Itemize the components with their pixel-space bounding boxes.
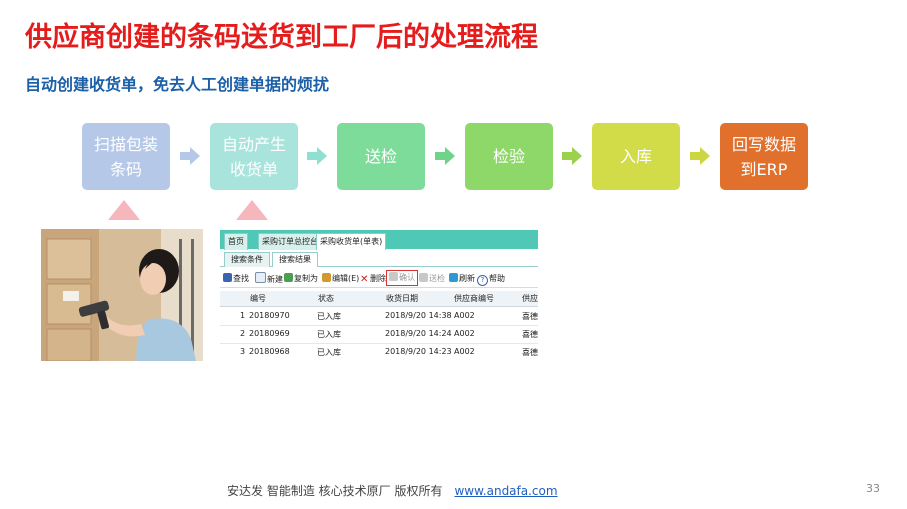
send-inspection-button[interactable]: 送检	[419, 272, 445, 285]
step-inspection: 检验	[465, 123, 553, 190]
step-scan-barcode: 扫描包装 条码	[82, 123, 170, 190]
table-header: 编号 状态 收货日期 供应商编号 供应	[220, 291, 538, 307]
tab-search-conditions[interactable]: 搜索条件	[224, 252, 270, 267]
row-status: 已入库	[317, 330, 341, 339]
help-icon: ?	[477, 275, 488, 286]
step-auto-receipt: 自动产生 收货单	[210, 123, 298, 190]
new-doc-icon	[255, 272, 266, 283]
row-status: 已入库	[317, 348, 341, 357]
help-button[interactable]: ?帮助	[477, 272, 505, 286]
pointer-triangle-icon	[236, 200, 268, 220]
row-index: 2	[240, 329, 246, 338]
row-code: 20180970	[249, 311, 290, 320]
pointer-triangle-icon	[108, 200, 140, 220]
row-vendor: 喜德	[522, 348, 538, 357]
page-number: 33	[866, 482, 880, 495]
confirm-icon	[389, 272, 398, 281]
row-vendor-code: A002	[454, 329, 475, 338]
arrow-right-icon	[562, 147, 582, 165]
tab-search-results[interactable]: 搜索结果	[272, 252, 318, 267]
new-button[interactable]: 新建	[255, 272, 283, 285]
step-send-inspection: 送检	[337, 123, 425, 190]
page-subtitle: 自动创建收货单，免去人工创建单据的烦扰	[25, 75, 330, 94]
col-vendor: 供应	[522, 294, 538, 303]
refresh-icon	[449, 273, 458, 282]
tab-purchase-order-console[interactable]: 采购订单总控台	[258, 233, 322, 250]
row-vendor-code: A002	[454, 311, 475, 320]
arrow-right-icon	[180, 147, 200, 165]
col-vendor-code: 供应商编号	[454, 294, 494, 303]
confirm-button[interactable]: 确认	[386, 270, 418, 286]
erp-receipt-window: 首页 采购订单总控台 采购收货单(单表) 搜索条件 搜索结果 查找 新建 复制为…	[220, 230, 538, 360]
footer-text: 安达发 智能制造 核心技术原厂 版权所有	[227, 484, 443, 498]
row-index: 3	[240, 347, 246, 356]
edit-icon	[322, 273, 331, 282]
edit-button[interactable]: 编辑(E)	[322, 272, 359, 285]
arrow-right-icon	[435, 147, 455, 165]
row-index: 1	[240, 311, 246, 320]
worker-scanning-photo	[41, 229, 203, 361]
footer: 安达发 智能制造 核心技术原厂 版权所有 www.andafa.com	[227, 482, 558, 499]
row-date: 2018/9/20 14:24	[385, 329, 452, 338]
top-tab-bar: 首页 采购订单总控台 采购收货单(单表)	[220, 230, 538, 250]
copy-as-button[interactable]: 复制为	[284, 272, 318, 285]
row-vendor-code: A002	[454, 347, 475, 356]
row-code: 20180968	[249, 347, 290, 356]
tab-purchase-receipt[interactable]: 采购收货单(单表)	[316, 233, 387, 250]
row-date: 2018/9/20 14:38	[385, 311, 452, 320]
table-row[interactable]: 2 20180969 已入库 2018/9/20 14:24 A002 喜德	[220, 325, 538, 344]
footer-link[interactable]: www.andafa.com	[454, 484, 558, 498]
row-status: 已入库	[317, 312, 341, 321]
row-vendor: 喜德	[522, 330, 538, 339]
arrow-right-icon	[690, 147, 710, 165]
delete-button[interactable]: ✕删除	[360, 274, 386, 285]
row-vendor: 喜德	[522, 312, 538, 321]
col-code: 编号	[250, 294, 266, 303]
toolbar: 查找 新建 复制为 编辑(E) ✕删除 确认 送检 刷新 ?帮助	[220, 269, 538, 288]
arrow-right-icon	[307, 147, 327, 165]
sub-tab-bar: 搜索条件 搜索结果	[220, 250, 538, 267]
step-write-back-erp: 回写数据 到ERP	[720, 123, 808, 190]
col-status: 状态	[318, 294, 334, 303]
copy-icon	[284, 273, 293, 282]
step-warehousing: 入库	[592, 123, 680, 190]
col-receive-date: 收货日期	[386, 294, 418, 303]
table-row[interactable]: 3 20180968 已入库 2018/9/20 14:23 A002 喜德	[220, 343, 538, 360]
page-title: 供应商创建的条码送货到工厂后的处理流程	[25, 22, 538, 53]
table-row[interactable]: 1 20180970 已入库 2018/9/20 14:38 A002 喜德	[220, 307, 538, 326]
row-code: 20180969	[249, 329, 290, 338]
row-date: 2018/9/20 14:23	[385, 347, 452, 356]
find-button[interactable]: 查找	[223, 272, 249, 285]
close-icon: ✕	[360, 274, 369, 285]
send-icon	[419, 273, 428, 282]
refresh-button[interactable]: 刷新	[449, 272, 475, 285]
tab-home[interactable]: 首页	[224, 233, 248, 250]
binoculars-icon	[223, 273, 232, 282]
